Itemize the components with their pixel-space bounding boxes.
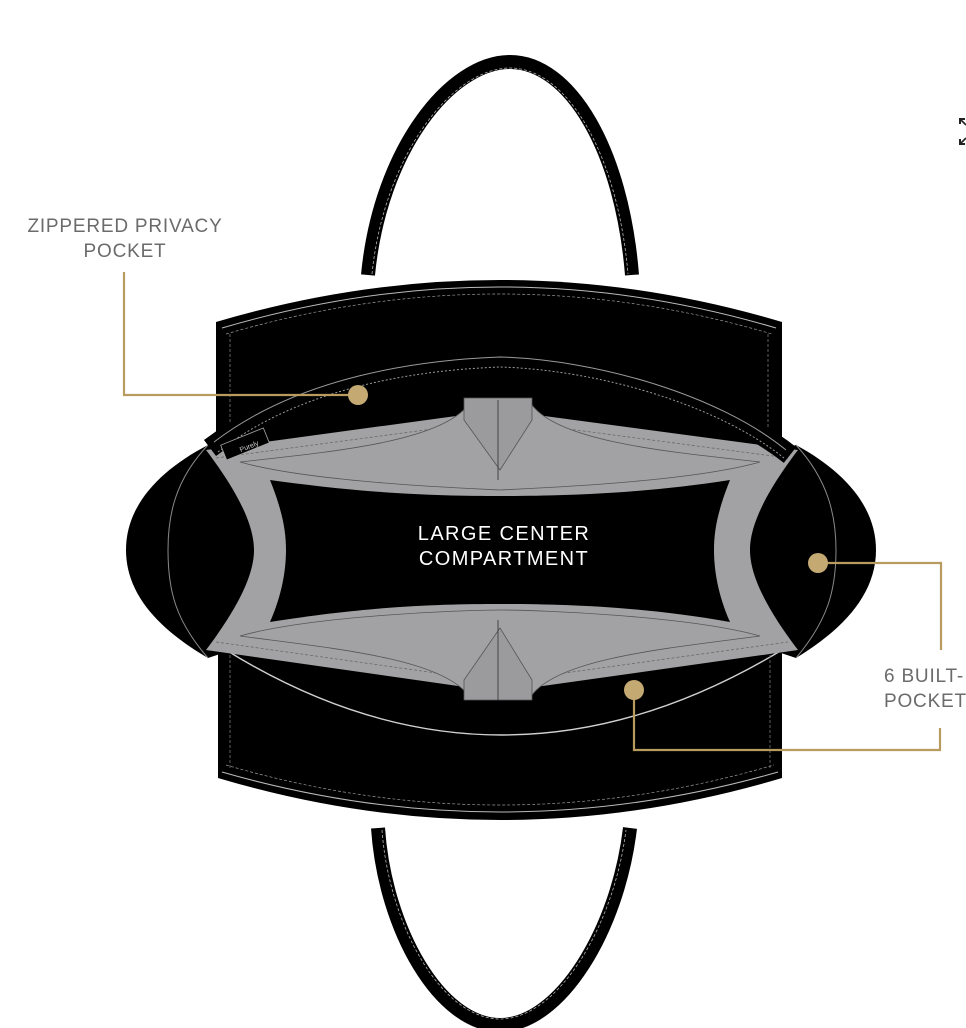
center-divider-bottom [239, 609, 761, 701]
built-in-pockets-label: 6 BUILT- POCKET [884, 664, 966, 714]
top-handle [361, 54, 639, 276]
front-pocket-callout [624, 680, 942, 752]
built-in-pockets-label-line1: 6 BUILT- [884, 666, 964, 687]
side-pocket-dot [808, 553, 828, 573]
privacy-pocket-dot [348, 385, 368, 405]
bottom-handle [371, 827, 637, 1028]
expand-icon[interactable] [956, 116, 966, 148]
front-pocket-dot [624, 680, 644, 700]
built-in-pockets-label-line2: POCKET [884, 691, 966, 712]
zipper-pocket [203, 351, 797, 463]
side-pocket-callout [808, 553, 943, 650]
right-side-gusset [742, 444, 876, 659]
privacy-pocket-label: ZIPPERED PRIVACY POCKET [14, 214, 236, 264]
privacy-pocket-label-line2: POCKET [83, 241, 167, 262]
center-compartment-label-line2: COMPARTMENT [418, 548, 590, 570]
center-compartment [270, 480, 730, 622]
center-compartment-label-line1: LARGE CENTER [417, 523, 591, 545]
privacy-pocket-callout [122, 272, 368, 405]
privacy-pocket-label-line1: ZIPPERED PRIVACY [27, 216, 223, 237]
center-divider-top [239, 397, 761, 491]
center-compartment-label: LARGE CENTER COMPARTMENT [384, 522, 624, 572]
left-side-gusset [126, 444, 262, 659]
